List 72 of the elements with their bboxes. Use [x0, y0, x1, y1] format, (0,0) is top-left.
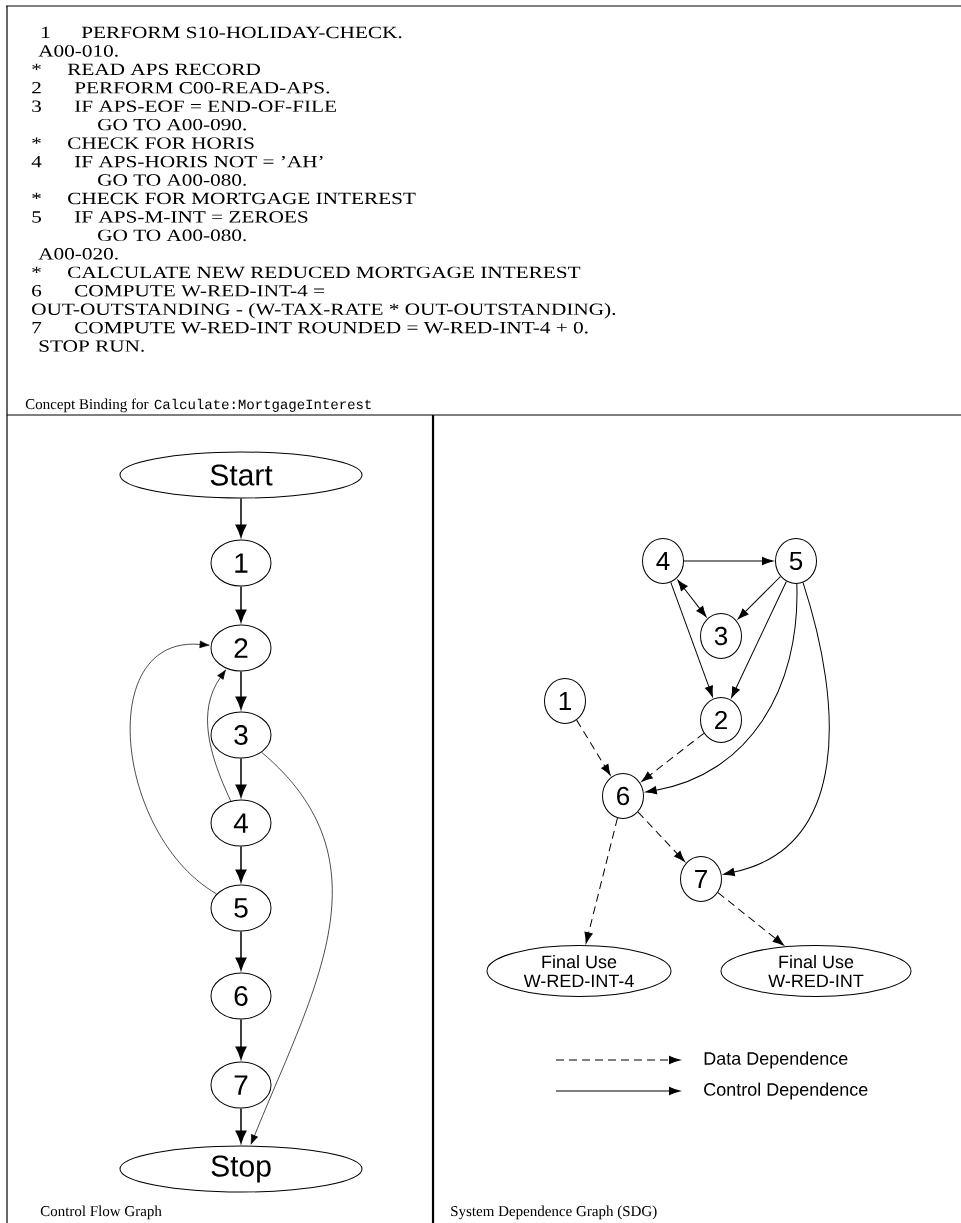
statement-node: 4: [642, 538, 684, 584]
arrow: [130, 640, 217, 895]
code-line: GO TO A00-080.: [98, 229, 246, 242]
arrow: [731, 580, 787, 699]
code-line: 3: [32, 100, 41, 112]
panel-caption: Control Flow Graph: [40, 1205, 162, 1220]
code-line: 2: [32, 82, 41, 94]
code-line: A00-020.: [38, 248, 118, 260]
statement-node: 5: [210, 884, 272, 932]
arrow: [683, 556, 774, 566]
arrow: [235, 1107, 247, 1144]
arrow: [235, 757, 247, 798]
arrow: [207, 669, 232, 802]
arrow: [235, 845, 247, 883]
arrow: [670, 581, 713, 698]
legend-text: Data Dependence: [704, 1051, 848, 1069]
arrow: [645, 583, 798, 795]
arrow: [235, 670, 247, 710]
code-line: COMPUTE W-RED-INT-4 =: [75, 285, 324, 297]
panel-caption: Calculate:MortgageInterest: [154, 398, 371, 412]
legend-text: Control Dependence: [704, 1082, 868, 1100]
statement-node: 1: [210, 539, 272, 587]
arrow: [677, 579, 707, 618]
code-line: COMPUTE W-RED-INT ROUNDED = W-RED-INT-4 + 0.: [75, 321, 588, 334]
code-line: IF APS-M-INT = ZEROES: [74, 211, 308, 223]
arrow: [717, 892, 784, 946]
arrow: [235, 585, 247, 623]
code-line: PERFORM C00-READ-APS.: [74, 82, 329, 94]
code-line: IF APS-HORIS NOT = ’AH’: [74, 155, 323, 168]
panel-caption: Concept Binding for: [25, 398, 149, 413]
code-line: STOP RUN.: [39, 340, 144, 352]
code-line: *: [32, 137, 41, 144]
code-line: 6: [32, 285, 42, 297]
panel-caption: System Dependence Graph (SDG): [451, 1205, 657, 1220]
code-line: CALCULATE NEW REDUCED MORTGAGE INTEREST: [68, 266, 581, 279]
statement-node: 6: [210, 972, 272, 1020]
statement-node: 6: [602, 773, 644, 819]
arrow: [737, 576, 781, 620]
arrow: [250, 751, 333, 1145]
code-line: CHECK FOR HORIS: [68, 137, 254, 149]
code-line: READ APS RECORD: [67, 63, 260, 76]
code-line: GO TO A00-090.: [98, 118, 246, 131]
code-line: 7: [32, 322, 42, 334]
code-line: PERFORM S10-HOLIDAY-CHECK.: [81, 26, 402, 39]
code-line: *: [32, 192, 41, 200]
arrow: [641, 732, 705, 782]
arrow: [235, 497, 247, 538]
code-line: 4: [31, 156, 42, 168]
code-line: 1: [42, 26, 50, 38]
statement-node: 1: [544, 678, 586, 724]
statement-node: 7: [680, 856, 722, 902]
code-line: GO TO A00-080.: [98, 174, 246, 186]
code-line: *: [32, 63, 41, 70]
arrow: [235, 1018, 247, 1060]
arrow: [235, 930, 247, 971]
statement-node: 2: [210, 624, 272, 672]
code-line: A00-010.: [38, 45, 118, 57]
code-line: OUT-OUTSTANDING - (W-TAX-RATE * OUT-OUTSTANDING).: [32, 303, 616, 319]
arrow: [637, 811, 685, 862]
arrow: [584, 817, 618, 944]
arrow: [723, 582, 830, 877]
statement-node: 2: [700, 697, 742, 743]
code-line: 5: [32, 211, 41, 223]
code-line: CHECK FOR MORTGAGE INTEREST: [68, 192, 416, 205]
statement-node: 7: [210, 1061, 272, 1109]
arrow: [576, 719, 611, 776]
statement-node: 3: [700, 613, 742, 659]
code-line: *: [32, 266, 41, 273]
code-line: IF APS-EOF = END-OF-FILE: [74, 100, 336, 112]
statement-node: 5: [775, 538, 817, 584]
statement-node: 4: [210, 799, 272, 847]
statement-node: 3: [210, 711, 272, 759]
